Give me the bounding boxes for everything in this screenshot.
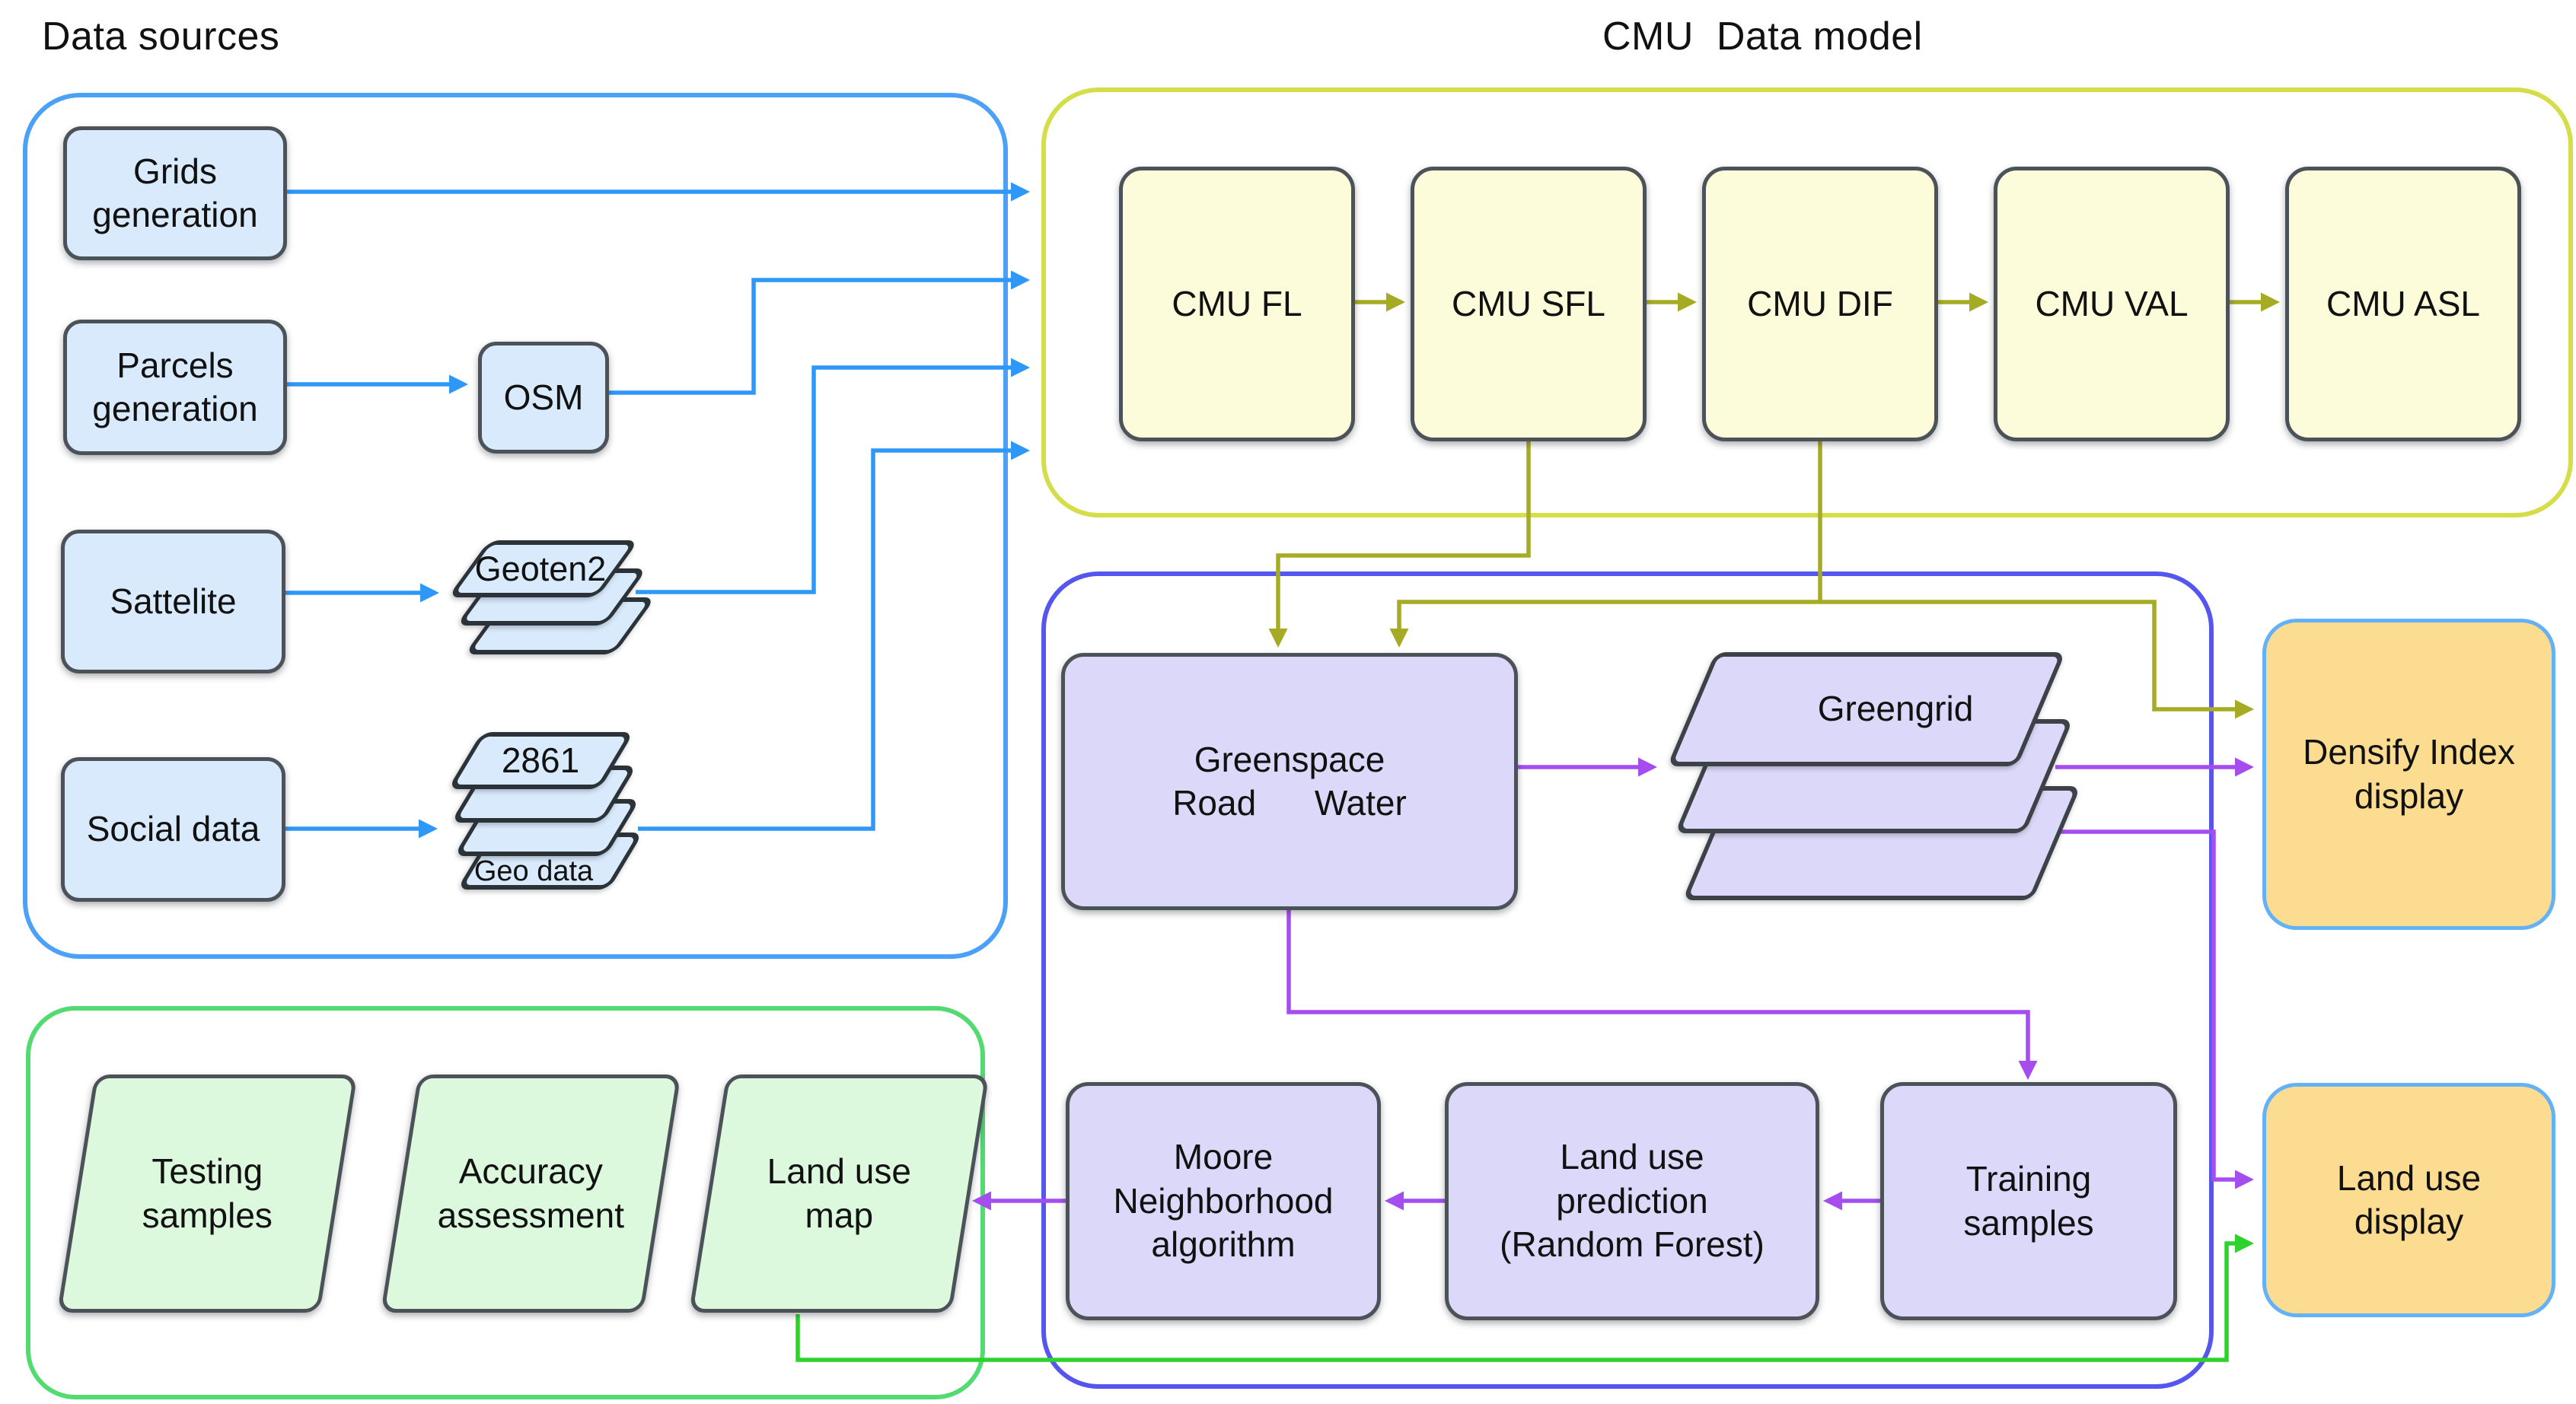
land-use-map-label: Land use map xyxy=(767,1151,911,1235)
node-greenspace-road-water: Greenspace Road Water xyxy=(1061,653,1518,910)
arrow-dif-to-densify xyxy=(1820,600,2255,719)
node-parcels-generation: Parcels generation xyxy=(63,320,287,455)
stack-2861-label: 2861 xyxy=(501,740,580,780)
node-cmu-asl: CMU ASL xyxy=(2285,167,2521,441)
geoten2-stack-label: Geoten2 xyxy=(474,549,607,588)
title-cmu-data-model: CMU Data model xyxy=(1602,14,1923,59)
node-moore-neighborhood: Moore Neighborhood algorithm xyxy=(1066,1082,1381,1320)
title-data-sources: Data sources xyxy=(42,14,280,59)
node-land-use-map: Land use map xyxy=(689,1074,990,1313)
arrow-sfl-to-greenspace xyxy=(1268,441,1531,648)
data-sources-container xyxy=(23,93,1008,959)
node-landuse-prediction: Land use prediction (Random Forest) xyxy=(1445,1082,1819,1320)
node-cmu-fl: CMU FL xyxy=(1119,167,1355,441)
arrow-greengrid-to-landuse-display xyxy=(2059,829,2255,1189)
node-grids-generation: Grids generation xyxy=(63,126,287,260)
node-densify-index-display: Densify Index display xyxy=(2262,619,2555,930)
node-cmu-sfl: CMU SFL xyxy=(1411,167,1647,441)
node-osm: OSM xyxy=(478,342,609,454)
node-training-samples: Training samples xyxy=(1880,1082,2177,1320)
greengrid-stack-label: Greengrid xyxy=(1817,689,1974,728)
node-testing-samples: Testing samples xyxy=(57,1074,358,1313)
testing-samples-label: Testing samples xyxy=(142,1151,273,1235)
arrow-osm-to-cmu xyxy=(609,270,1031,395)
node-social-data: Social data xyxy=(61,757,285,902)
node-cmu-val: CMU VAL xyxy=(1994,167,2230,441)
accuracy-assessment-label: Accuracy assessment xyxy=(437,1151,625,1235)
arrow-dif-to-greenspace xyxy=(1389,441,1822,648)
arrow-landuse-map-to-landuse-display xyxy=(795,1234,2255,1362)
node-accuracy-assessment: Accuracy assessment xyxy=(381,1074,681,1313)
arrow-greenspace-to-training xyxy=(1286,910,2038,1081)
node-cmu-dif: CMU DIF xyxy=(1702,167,1938,441)
node-sattelite: Sattelite xyxy=(61,530,285,673)
cmu-data-model-container xyxy=(1041,88,2573,517)
arrow-geoten2-to-cmu xyxy=(636,358,1031,594)
geo-data-label: Geo data xyxy=(473,855,594,887)
arrow-geodata-to-cmu xyxy=(638,441,1031,831)
processing-container xyxy=(1041,571,2214,1389)
node-land-use-display: Land use display xyxy=(2262,1083,2555,1317)
